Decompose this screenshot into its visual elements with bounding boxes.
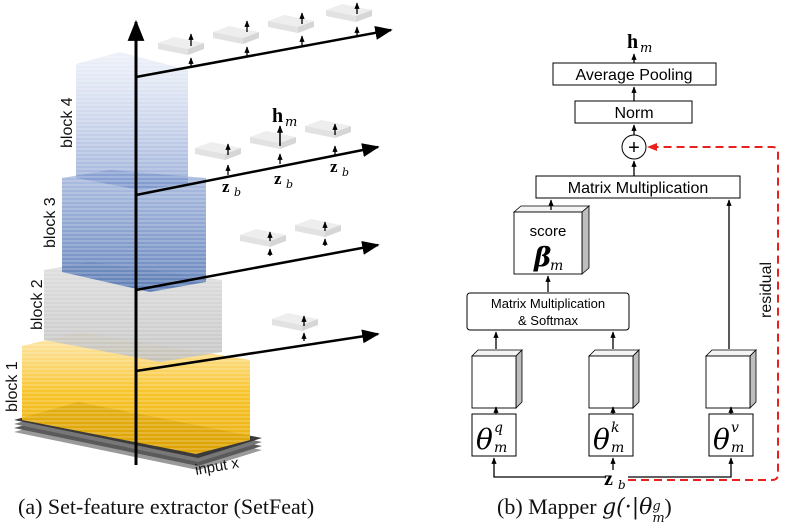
matmul-softmax-line2: & Softmax xyxy=(518,313,578,328)
svg-text:z: z xyxy=(330,157,338,176)
svg-text:v: v xyxy=(731,420,739,436)
theta-q-label: θ q m xyxy=(476,420,507,456)
mapper-tiles-block-2 xyxy=(240,219,341,256)
residual-label: residual xyxy=(758,262,775,318)
svg-text:m: m xyxy=(494,440,507,456)
svg-text:b: b xyxy=(234,186,241,199)
svg-text:z: z xyxy=(222,177,230,196)
svg-text:m: m xyxy=(640,41,652,56)
svg-text:θ: θ xyxy=(593,423,610,456)
branch-block-3 xyxy=(135,143,380,197)
branch-block-2 xyxy=(135,240,380,292)
svg-text:k: k xyxy=(611,420,619,436)
caption-b-math: g(·|θ xyxy=(602,495,653,520)
theta-k-label: θ k m xyxy=(593,420,624,456)
theta-k-box xyxy=(588,413,634,457)
matmul-softmax-line1: Matrix Multiplication xyxy=(491,296,605,311)
mapper-tiles-block-4 xyxy=(158,2,372,68)
mapper-diagram: h m Average Pooling Norm + Matrix Multip… xyxy=(466,31,779,492)
average-pooling-box xyxy=(552,62,717,86)
token-label-2: z b xyxy=(274,169,293,191)
theta-v-label: θ v m xyxy=(713,420,744,456)
svg-text:θ: θ xyxy=(713,423,730,456)
add-symbol: + xyxy=(628,137,640,159)
output-h-label: h m xyxy=(272,105,297,130)
svg-text:b: b xyxy=(618,478,626,492)
svg-text:m: m xyxy=(611,440,624,456)
matmul-softmax-box xyxy=(466,292,630,331)
svg-text:h: h xyxy=(272,105,283,127)
caption-b-prefix: (b) Mapper xyxy=(497,494,603,519)
norm-label: Norm xyxy=(614,105,653,122)
mapper-input-zb: z b xyxy=(604,468,626,492)
block-4-stack xyxy=(76,52,188,190)
score-box xyxy=(512,205,591,275)
score-beta-symbol: β m xyxy=(533,243,563,274)
svg-text:m: m xyxy=(550,258,563,274)
mapper-tile xyxy=(272,313,318,341)
svg-text:z: z xyxy=(274,169,282,188)
svg-text:b: b xyxy=(342,166,349,179)
residual-connection xyxy=(628,143,779,481)
value-feature-box xyxy=(705,349,757,409)
matrix-multiplication-label: Matrix Multiplication xyxy=(568,180,708,197)
svg-text:q: q xyxy=(494,420,503,436)
svg-text:b: b xyxy=(286,178,293,191)
block-2-label: block 2 xyxy=(29,279,46,330)
query-feature-box xyxy=(471,349,523,409)
block-1-label: block 1 xyxy=(4,361,21,412)
set-feature-extractor-diagram: block 1 block 2 block 3 block 4 input x xyxy=(4,2,393,479)
token-label-1: z b xyxy=(222,177,241,199)
svg-text:m: m xyxy=(731,440,744,456)
mapper-output-label: h m xyxy=(627,31,652,56)
matrix-multiplication-box xyxy=(535,175,741,199)
svg-text:θ: θ xyxy=(476,423,493,456)
caption-a: (a) Set-feature extractor (SetFeat) xyxy=(18,494,315,519)
residual-add-node xyxy=(621,134,647,160)
norm-box xyxy=(574,100,693,124)
caption-b-close: ) xyxy=(664,494,672,519)
svg-text:z: z xyxy=(604,468,613,490)
key-feature-box xyxy=(588,349,640,409)
score-label: score xyxy=(530,223,567,240)
branch-block-4 xyxy=(135,25,393,79)
branch-block-1 xyxy=(135,329,380,373)
theta-q-box xyxy=(471,413,517,457)
block-4-label: block 4 xyxy=(59,97,76,148)
average-pooling-label: Average Pooling xyxy=(575,67,692,84)
block-3-stack xyxy=(62,170,206,292)
token-label-3: z b xyxy=(330,157,349,179)
mapper-tiles-block-3 xyxy=(195,120,351,175)
svg-text:h: h xyxy=(627,31,638,53)
svg-text:β: β xyxy=(533,243,551,273)
block-3-label: block 3 xyxy=(42,197,59,248)
svg-text:m: m xyxy=(285,115,297,130)
